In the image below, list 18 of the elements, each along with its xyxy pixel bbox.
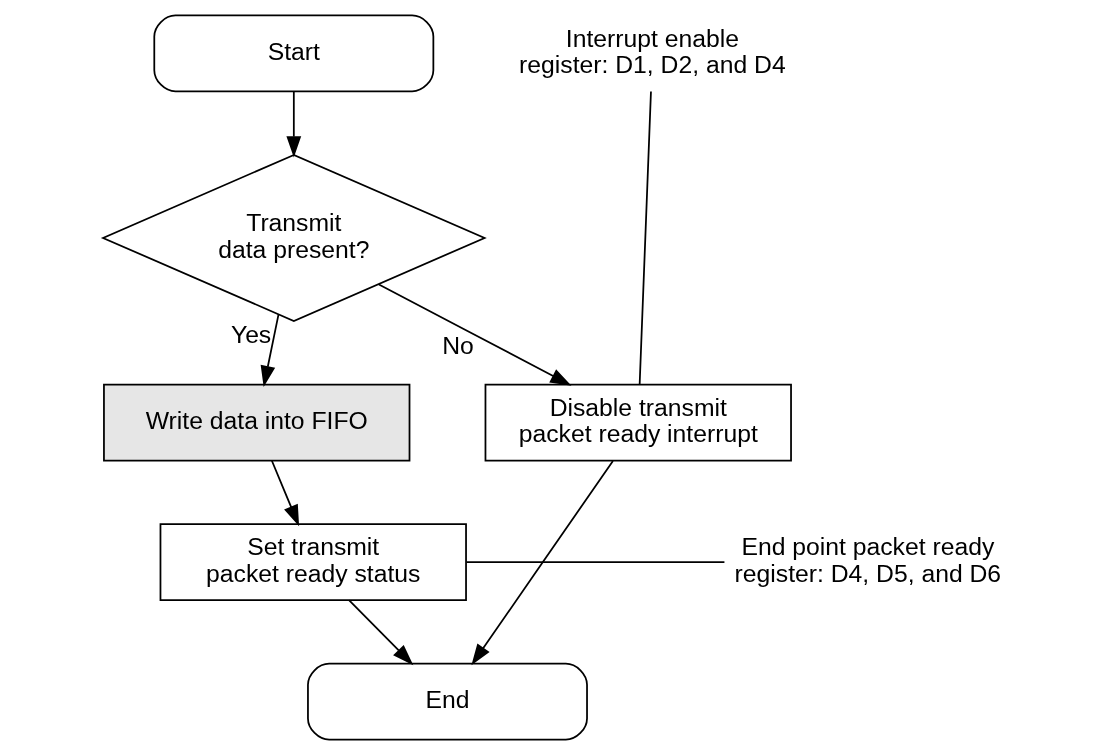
node-box: End [306, 662, 588, 741]
arrow [347, 599, 413, 666]
node-box: Disable transmit packet ready interrupt [484, 383, 792, 462]
arrow [270, 459, 299, 527]
connector [638, 90, 652, 386]
edge-label: No [441, 332, 474, 360]
node-box: Write data into FIFO [102, 383, 410, 462]
node-box: Set transmit packet ready status [159, 523, 467, 601]
arrow [470, 460, 614, 666]
node-text: Interrupt enable register: D1, D2, and D4 [518, 24, 786, 79]
arrow [260, 313, 279, 387]
connector [465, 561, 725, 563]
node-text: End point packet ready register: D4, D5, and D6 [734, 533, 1001, 587]
arrow [285, 90, 301, 158]
arrow [377, 283, 571, 386]
node-box: Start [152, 14, 434, 93]
edge-label: Yes [230, 320, 271, 348]
node-diamond: Transmit data present? [100, 154, 487, 322]
